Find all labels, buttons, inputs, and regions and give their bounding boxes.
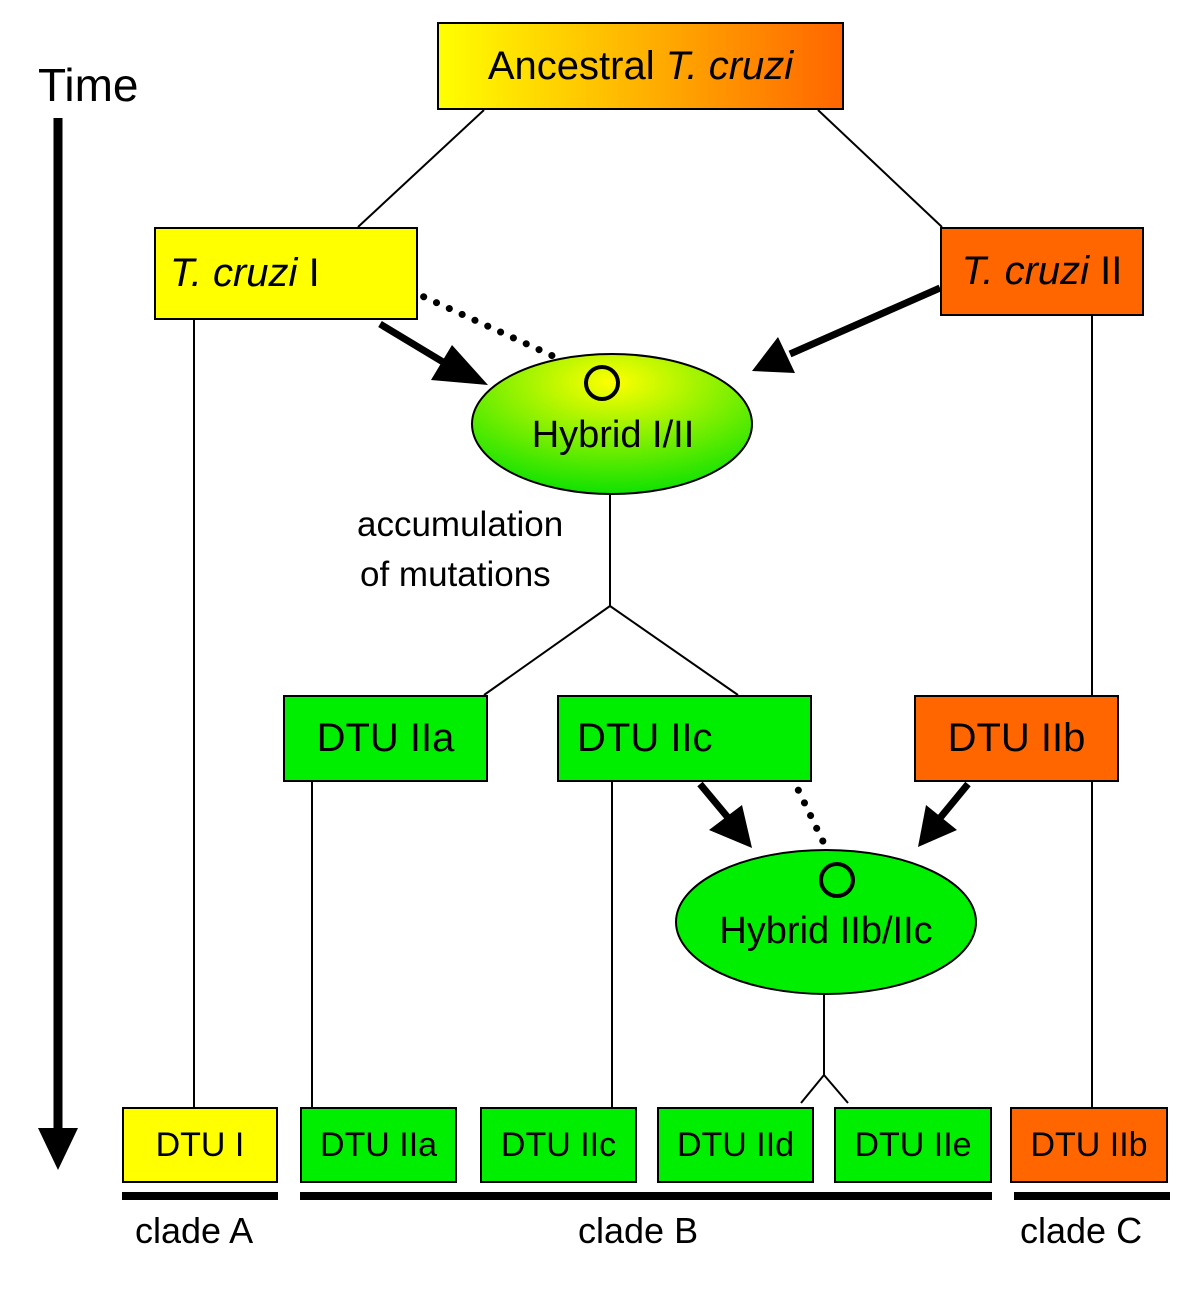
- annotation-line-2: of mutations: [360, 555, 551, 594]
- ancestral-prefix: Ancestral: [487, 43, 666, 88]
- arrow-dtuIIc-hybrid2-shaft: [697, 781, 733, 823]
- ancestral-tcruzi-node: Ancestral T. cruzi: [437, 22, 844, 110]
- edge-ancestral-tcII: [817, 109, 943, 228]
- edge-split-dtuIIc: [609, 605, 739, 696]
- arrow-dtuIIc-hybrid2-head: [709, 805, 752, 848]
- arrow-dtuIIb-hybrid2-shaft: [937, 781, 971, 821]
- tcruzi-I-suffix: I: [297, 251, 320, 295]
- edge-fork-dtuIId: [800, 1074, 825, 1104]
- tcruzi-I-node: T. cruzi I: [154, 227, 418, 320]
- ancestral-italic: T. cruzi: [665, 43, 794, 88]
- hybrid-I-II-ellipse: [471, 353, 753, 495]
- hybrid-IIb-IIc-label: Hybrid IIb/IIc: [719, 910, 933, 952]
- arrow-tcI-hybrid-head: [431, 345, 488, 385]
- leaf-dtu-IIe: DTU IIe: [834, 1107, 992, 1183]
- arrow-dtuIIb-hybrid2-head: [918, 805, 957, 847]
- dtu-IIb-node: DTU IIb: [914, 695, 1119, 782]
- tcruzi-II-node: T. cruzi II: [940, 227, 1144, 316]
- leaf-dtu-IIa: DTU IIa: [300, 1107, 457, 1183]
- kdna-circle-hybrid2: [819, 862, 855, 898]
- time-label: Time: [38, 59, 139, 111]
- edge-split-dtuIIa: [483, 605, 611, 696]
- edge-fork-dtuIIe: [823, 1074, 849, 1104]
- tcruzi-II-italic: T. cruzi: [961, 249, 1090, 293]
- kdna-circle-hybrid1: [584, 365, 620, 401]
- tcruzi-II-suffix: II: [1089, 249, 1123, 293]
- leaf-dtu-IIc: DTU IIc: [480, 1107, 637, 1183]
- clade-c-label: clade C: [1020, 1210, 1143, 1251]
- arrow-tcII-hybrid-shaft: [788, 284, 942, 358]
- leaf-dtu-IId: DTU IId: [657, 1107, 814, 1183]
- leaf-dtu-IIb: DTU IIb: [1010, 1107, 1168, 1183]
- arrow-tcI-hybrid-shaft: [378, 321, 450, 368]
- tcruzi-I-italic: T. cruzi: [170, 251, 298, 295]
- annotation-line-1: accumulation: [357, 505, 564, 544]
- leaf-dtu-I: DTU I: [122, 1107, 278, 1183]
- dtu-IIc-node: DTU IIc: [557, 695, 812, 782]
- hybrid-IIb-IIc-ellipse: [675, 849, 977, 995]
- dtu-IIa-node: DTU IIa: [283, 695, 488, 782]
- hybrid-I-II-label: Hybrid I/II: [531, 414, 695, 456]
- dotted-kdna-line-2: [776, 748, 834, 860]
- arrow-tcII-hybrid-head: [752, 337, 795, 373]
- clade-b-label: clade B: [578, 1210, 699, 1251]
- time-axis-arrowhead: [38, 1128, 78, 1170]
- dtu-IIc-label: DTU IIc: [577, 716, 713, 760]
- clade-a-label: clade A: [135, 1210, 254, 1251]
- edge-ancestral-tcI: [357, 109, 485, 228]
